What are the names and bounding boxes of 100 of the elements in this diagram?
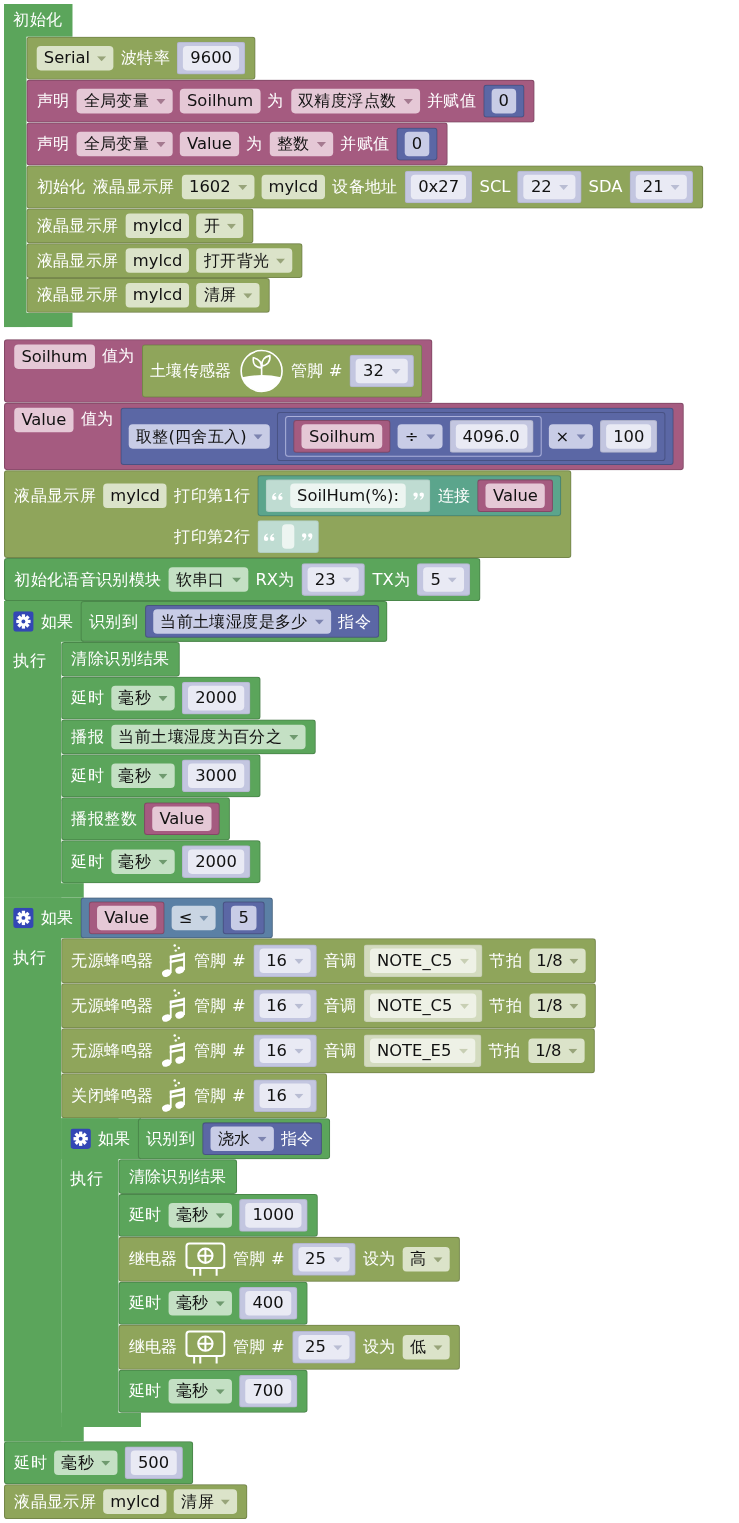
dropdown: 浇水 <box>210 1126 274 1151</box>
dropdown-block <box>349 354 414 388</box>
variable-field: Value <box>14 407 74 433</box>
dropdown: ≤ <box>171 905 216 931</box>
block-label: 设为 <box>362 1336 396 1359</box>
statement-block <box>26 79 535 123</box>
number-field: 700 <box>245 1378 291 1404</box>
number-block <box>223 901 265 935</box>
statement-block <box>118 1281 308 1325</box>
command-block <box>145 605 380 638</box>
block-label: 管脚 # <box>194 994 246 1017</box>
block-label: 如果 <box>40 610 74 633</box>
block-label: 节拍 <box>489 949 522 973</box>
variable-field: Value <box>97 905 157 931</box>
block-label: 设备地址 <box>332 175 398 199</box>
dropdown: 双精度浮点数 <box>290 88 420 114</box>
statement-block <box>61 719 316 755</box>
block-label: 液晶显示屏 <box>14 484 96 507</box>
dropdown: 当前土壤湿度是多少 <box>153 609 332 634</box>
statement-block <box>26 122 448 166</box>
block-label: 初始化 <box>36 175 86 199</box>
dropdown: ÷ <box>397 424 443 449</box>
variable-block <box>293 420 391 453</box>
block-label: 音调 <box>323 994 357 1017</box>
math-block <box>277 411 666 461</box>
variable-field: Soilhum <box>179 88 261 114</box>
block-label: 为 <box>246 132 263 156</box>
dropdown-block <box>291 1243 356 1276</box>
statement-block <box>26 277 271 313</box>
block-label: 管脚 # <box>194 949 246 973</box>
dropdown-block <box>517 170 582 204</box>
block-label: 清除识别结果 <box>71 648 170 671</box>
number-field: 400 <box>245 1291 291 1316</box>
dropdown: 全局变量 <box>76 88 173 114</box>
dropdown-block <box>363 1034 481 1068</box>
number-block <box>177 41 246 75</box>
number-field: 0x27 <box>411 174 467 200</box>
block-label: 设为 <box>362 1248 396 1271</box>
number-block <box>239 1286 297 1320</box>
dropdown: × <box>548 424 593 449</box>
dropdown: 毫秒 <box>111 685 175 711</box>
statement-block <box>4 1484 248 1519</box>
dropdown-block <box>252 944 317 978</box>
block-label: 液晶显示屏 <box>36 249 119 272</box>
compare-block <box>80 897 273 939</box>
number-block <box>181 759 251 793</box>
number-field: 2000 <box>188 849 244 874</box>
statement-block <box>61 1073 327 1119</box>
if-block <box>4 601 388 898</box>
dropdown: 低 <box>402 1335 450 1360</box>
block-label: 波特率 <box>120 46 170 70</box>
number-block <box>239 1374 297 1408</box>
text-block <box>257 520 319 553</box>
sensor-block <box>141 344 422 398</box>
block-label: 执行 <box>13 947 46 967</box>
dropdown: 毫秒 <box>111 763 175 789</box>
join-block <box>257 475 562 517</box>
variable-block <box>88 901 165 935</box>
block-label: 液晶显示屏 <box>14 1490 96 1513</box>
block-label: 无源蜂鸣器 <box>71 949 154 973</box>
text-field: SoilHum(%): <box>289 483 407 508</box>
dropdown: 清屏 <box>174 1489 238 1514</box>
number-field: 100 <box>606 424 652 449</box>
statement-block <box>26 36 256 80</box>
dropdown: 整数 <box>269 131 334 157</box>
dropdown: 21 <box>635 174 688 200</box>
variable-field: mylcd <box>125 283 190 308</box>
dropdown-block <box>252 1034 317 1068</box>
block-label: RX为 <box>255 568 295 591</box>
block-label: 初始化 <box>13 9 63 32</box>
variable-field: mylcd <box>103 483 167 508</box>
number-field: 9600 <box>183 45 240 71</box>
number-field: 2000 <box>188 685 244 711</box>
block-label: TX为 <box>372 568 410 591</box>
block-label: SCL <box>479 175 511 199</box>
variable-field: mylcd <box>125 213 190 239</box>
condition-block <box>80 601 388 642</box>
block-label: 关闭蜂鸣器 <box>71 1084 154 1107</box>
block-label: 播报整数 <box>71 807 137 830</box>
block-label: 节拍 <box>489 994 522 1017</box>
statement-block <box>61 641 180 677</box>
block-label: 初始化语音识别模块 <box>14 568 162 591</box>
text-block <box>265 479 431 513</box>
number-block <box>181 681 251 715</box>
block-label: 管脚 # <box>233 1248 285 1271</box>
number-field: 4096.0 <box>455 424 527 449</box>
statement-block <box>4 339 432 403</box>
block-label: 识别到 <box>88 610 138 633</box>
block-label: 液晶显示屏 <box>36 284 119 307</box>
statement-block <box>4 558 481 601</box>
block-label: 管脚 # <box>233 1336 285 1359</box>
dropdown: 1/8 <box>528 1038 585 1064</box>
number-field: 500 <box>130 1450 177 1476</box>
statement-block <box>61 676 261 720</box>
block-label: 管脚 # <box>194 1039 246 1062</box>
block-label: 音调 <box>323 949 357 973</box>
block-label: 无源蜂鸣器 <box>71 994 154 1017</box>
block-label: 音调 <box>323 1039 357 1062</box>
number-block <box>449 420 534 453</box>
statement-block <box>4 402 685 471</box>
